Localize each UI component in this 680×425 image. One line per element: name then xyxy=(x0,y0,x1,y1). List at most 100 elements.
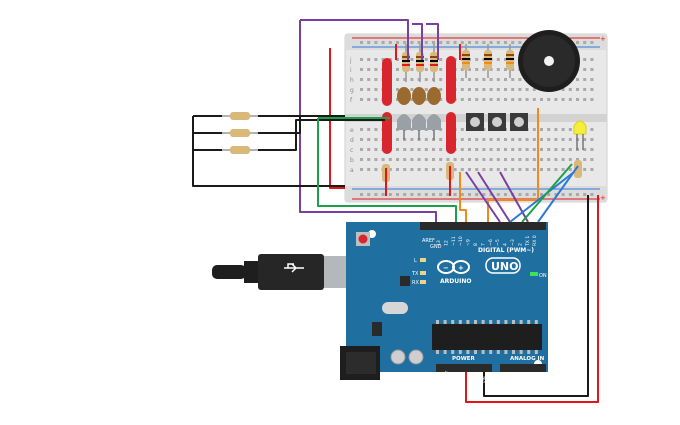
row-letter-e: e xyxy=(350,127,354,134)
wire-black-right xyxy=(483,195,589,397)
external-resistor-2[interactable] xyxy=(222,129,258,137)
atmega-chip xyxy=(432,324,542,350)
wire-purple-diag-1 xyxy=(465,171,501,223)
wire-black-2 xyxy=(193,116,301,134)
digital-pin-label: ~10 xyxy=(458,236,464,246)
l-led xyxy=(420,258,426,262)
wire-black-3 xyxy=(193,119,385,151)
wire-black-1 xyxy=(192,115,345,187)
regulator-chip xyxy=(372,322,382,336)
rx-led xyxy=(420,280,426,284)
l-led-label: L xyxy=(414,258,417,264)
wire-orange-1 xyxy=(459,172,467,222)
red-capacitor-1[interactable] xyxy=(382,58,392,154)
digital-pin-label: 12 xyxy=(443,240,449,246)
rail-plus-label-bottom: + xyxy=(600,194,606,202)
resistor-bottom-3[interactable] xyxy=(574,160,582,178)
digital-pin-label: ~3 xyxy=(510,239,516,246)
piezo-buzzer[interactable] xyxy=(518,30,580,92)
resistor-top-5[interactable] xyxy=(484,44,492,78)
arduino-logo: − + xyxy=(437,260,470,274)
digital-pin-label: 8 xyxy=(473,243,479,246)
power-pin-label: VIN xyxy=(482,376,487,383)
rx-led-label: RX xyxy=(412,280,419,286)
digital-pin-label: RX 0 xyxy=(532,235,538,246)
analog-pin-label: A0 xyxy=(502,377,508,383)
usb-chip xyxy=(400,276,410,286)
power-header[interactable] xyxy=(436,364,492,372)
red-capacitor-2[interactable] xyxy=(446,56,456,154)
row-letter-g: g xyxy=(350,87,354,94)
wire-red-top xyxy=(329,48,345,189)
analog-pin-label: A4 xyxy=(532,377,538,383)
wire-blue-led-1 xyxy=(509,171,575,223)
power-pin-label: GND xyxy=(474,374,479,383)
usb-icon xyxy=(284,263,304,273)
digital-pin-label: ~6 xyxy=(488,239,494,246)
resistor-top-2[interactable] xyxy=(416,44,424,82)
resistor-top-4[interactable] xyxy=(462,44,470,78)
digital-pin-label: ~5 xyxy=(495,239,501,246)
analog-header[interactable] xyxy=(500,364,546,372)
digital-label: DIGITAL (PWM~) xyxy=(478,247,534,254)
capacitor-1 xyxy=(390,349,406,365)
tx-led-label: TX xyxy=(411,271,419,277)
digital-pin-label: 7 xyxy=(480,243,486,246)
external-resistor-1[interactable] xyxy=(222,112,258,120)
resistor-top-6[interactable] xyxy=(506,44,514,78)
yellow-led[interactable] xyxy=(573,120,587,150)
external-resistor-3[interactable] xyxy=(222,146,258,154)
digital-pin-label: ~9 xyxy=(466,239,472,246)
on-led xyxy=(530,272,538,276)
atmega-pins xyxy=(436,320,538,354)
brown-component-row[interactable] xyxy=(397,87,441,105)
wire-red-right xyxy=(465,195,599,403)
power-pin-label: IOREF xyxy=(436,372,441,383)
push-button-3[interactable] xyxy=(510,113,528,131)
wire-purple-diag-3 xyxy=(499,171,529,223)
digital-pin-label: TX 1 xyxy=(525,236,531,247)
breadboard-row-letters: j i h g f e d c b a + + xyxy=(349,35,606,202)
resistor-top-3[interactable] xyxy=(430,44,438,82)
row-letter-h: h xyxy=(350,77,354,84)
power-pin-label: GND xyxy=(466,374,471,383)
crystal xyxy=(382,302,408,314)
wire-blue-led-2 xyxy=(537,165,579,223)
row-letter-c: c xyxy=(350,147,353,154)
grey-led-row[interactable] xyxy=(397,114,441,140)
rail-plus-label: + xyxy=(600,35,606,43)
wire-purple-3 xyxy=(412,23,423,60)
reset-button[interactable] xyxy=(356,232,370,246)
power-pin-label: 3V3 xyxy=(451,375,456,383)
row-letter-d: d xyxy=(350,137,354,144)
wire-green-1 xyxy=(317,117,457,222)
analog-label: ANALOG IN xyxy=(510,356,545,362)
power-pin-label: RESET xyxy=(444,370,449,383)
row-letter-a: a xyxy=(350,167,354,174)
row-letter-j: j xyxy=(349,57,352,64)
aref-label: AREF xyxy=(422,238,435,244)
digital-pin-label: 13 xyxy=(436,240,442,246)
usb-cable[interactable] xyxy=(212,254,368,290)
wire-purple-4 xyxy=(426,23,439,60)
uno-label: UNO xyxy=(491,260,519,273)
wires[interactable] xyxy=(192,19,599,403)
wire-green-led xyxy=(521,163,573,223)
capacitor-2 xyxy=(408,349,424,365)
svg-text:−: − xyxy=(443,264,449,272)
wire-purple-diag-2 xyxy=(477,171,511,223)
digital-pin-label: ~11 xyxy=(451,236,457,246)
power-pin-label: 5V xyxy=(459,378,464,383)
push-button-2[interactable] xyxy=(488,113,506,131)
row-letter-i: i xyxy=(350,67,352,74)
svg-text:+: + xyxy=(458,264,464,272)
push-button-1[interactable] xyxy=(466,113,484,131)
tx-led xyxy=(420,271,426,275)
digital-header[interactable] xyxy=(420,222,546,230)
arduino-name: ARDUINO xyxy=(440,278,471,285)
on-label: ON xyxy=(539,273,547,279)
